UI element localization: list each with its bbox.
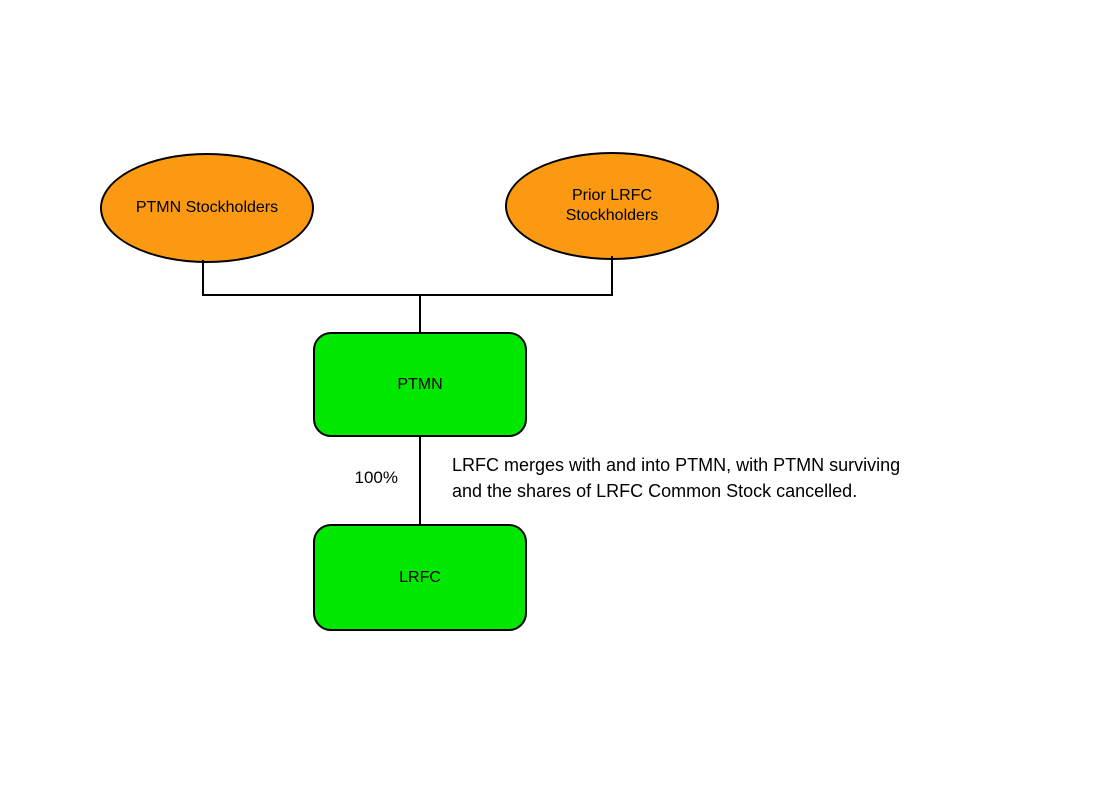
- connector-horizontal-join: [202, 294, 613, 296]
- merger-annotation-line-2: and the shares of LRFC Common Stock canc…: [452, 481, 858, 501]
- merger-annotation-line-1: LRFC merges with and into PTMN, with PTM…: [452, 455, 901, 475]
- connector-join-to-ptmn: [419, 294, 421, 334]
- node-prior-lrfc-stockholders: Prior LRFC Stockholders: [505, 152, 719, 260]
- merger-annotation: LRFC merges with and into PTMN, with PTM…: [452, 452, 1032, 504]
- node-label: LRFC: [399, 568, 441, 586]
- node-lrfc: LRFC: [313, 524, 527, 631]
- connector-ptmn-stockholders-drop: [202, 260, 204, 296]
- node-label: PTMN Stockholders: [135, 199, 279, 216]
- connector-prior-lrfc-stockholders-drop: [611, 256, 613, 296]
- node-label: PTMN: [397, 375, 443, 393]
- connector-ptmn-to-lrfc: [419, 437, 421, 525]
- node-label: Prior LRFC Stockholders: [565, 187, 659, 224]
- node-ptmn: PTMN: [313, 332, 527, 437]
- node-ptmn-stockholders: PTMN Stockholders: [100, 153, 314, 263]
- ownership-percentage-label: 100%: [354, 468, 398, 487]
